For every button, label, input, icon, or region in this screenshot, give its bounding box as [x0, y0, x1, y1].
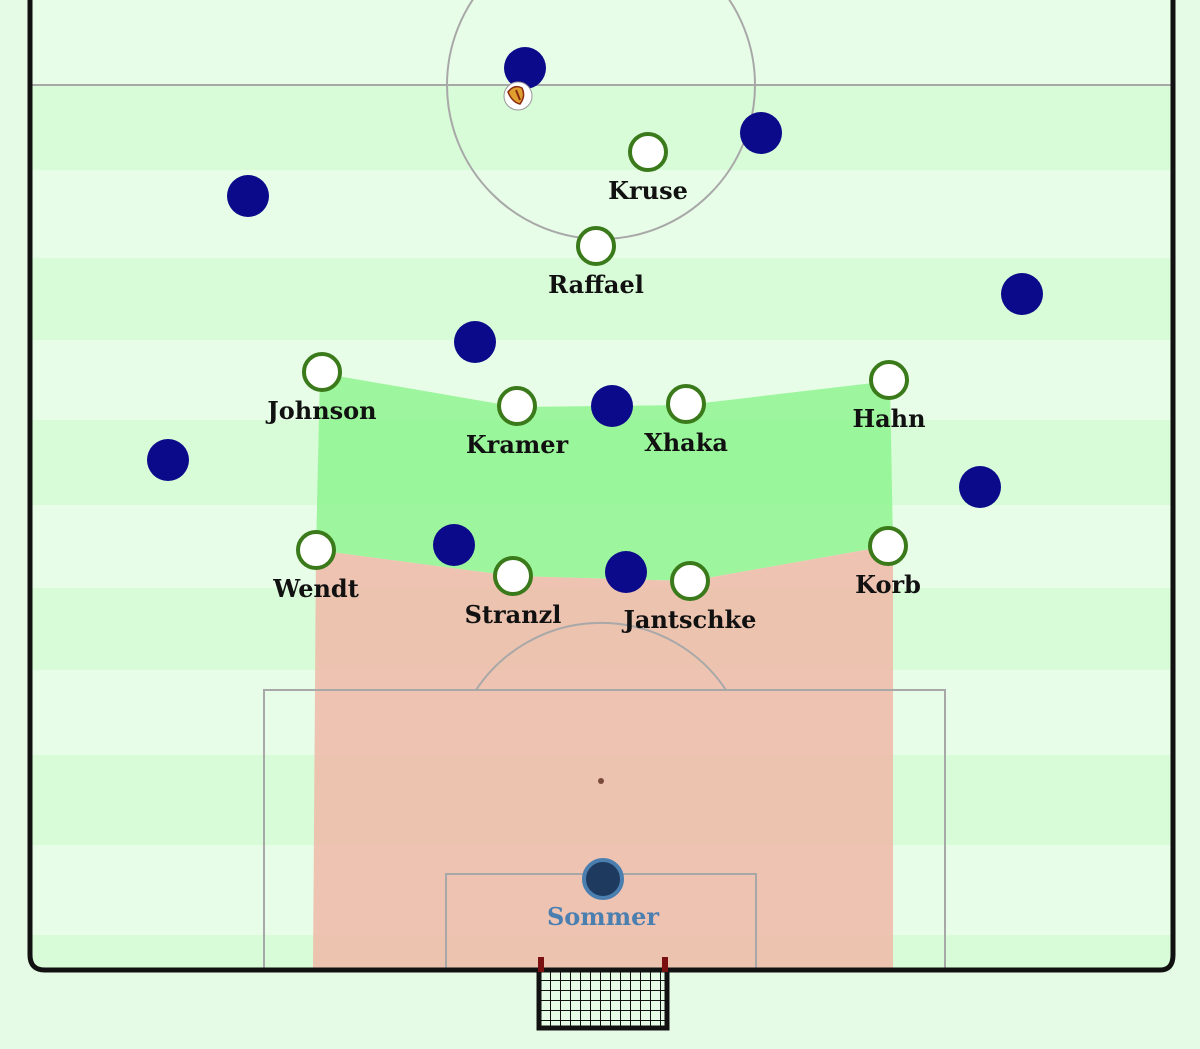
home-player: Johnson	[265, 352, 377, 425]
away-player	[591, 385, 633, 427]
home-player-label: Hahn	[852, 404, 925, 433]
goalkeeper: Sommer	[547, 858, 659, 931]
home-player-label: Kruse	[608, 176, 688, 205]
football-icon	[503, 81, 533, 111]
home-player: Raffael	[548, 226, 644, 299]
pitch-stripe	[32, 85, 1172, 170]
away-player	[504, 47, 546, 89]
home-player-marker	[628, 132, 668, 172]
away-player	[454, 321, 496, 363]
home-player-marker	[666, 384, 706, 424]
penalty-arc	[475, 622, 727, 691]
home-player: Jantschke	[622, 561, 757, 634]
home-player-marker	[497, 386, 537, 426]
home-player-label: Korb	[855, 570, 921, 599]
home-player-marker	[302, 352, 342, 392]
home-player: Wendt	[272, 530, 359, 603]
penalty-spot	[598, 778, 604, 784]
home-player-label: Kramer	[466, 430, 569, 459]
home-player-label: Jantschke	[622, 605, 757, 634]
goalkeeper-marker	[582, 858, 624, 900]
home-player: Xhaka	[644, 384, 728, 457]
home-player: Kramer	[466, 386, 569, 459]
away-team	[147, 47, 1043, 593]
away-player	[147, 439, 189, 481]
home-player-label: Raffael	[548, 270, 644, 299]
home-player: Korb	[855, 526, 921, 599]
goalkeeper-label: Sommer	[547, 902, 659, 931]
home-player-marker	[576, 226, 616, 266]
home-player-marker	[296, 530, 336, 570]
away-player	[433, 524, 475, 566]
away-player	[605, 551, 647, 593]
pitch-stripe	[32, 0, 1172, 85]
home-player: Hahn	[852, 360, 926, 433]
home-player-marker	[868, 526, 908, 566]
home-player: Kruse	[608, 132, 688, 205]
home-player-label: Johnson	[265, 396, 376, 425]
away-player	[1001, 273, 1043, 315]
home-player: Stranzl	[465, 556, 562, 629]
goal-icon	[536, 957, 670, 1031]
away-player	[959, 466, 1001, 508]
home-player-label: Xhaka	[644, 428, 728, 457]
home-player-marker	[869, 360, 909, 400]
pitch-stripe	[32, 258, 1172, 340]
away-player	[227, 175, 269, 217]
away-player	[740, 112, 782, 154]
defensive-zone	[313, 545, 893, 968]
home-player-label: Stranzl	[465, 600, 562, 629]
home-player-marker	[493, 556, 533, 596]
home-player-marker	[670, 561, 710, 601]
home-player-label: Wendt	[272, 574, 359, 603]
